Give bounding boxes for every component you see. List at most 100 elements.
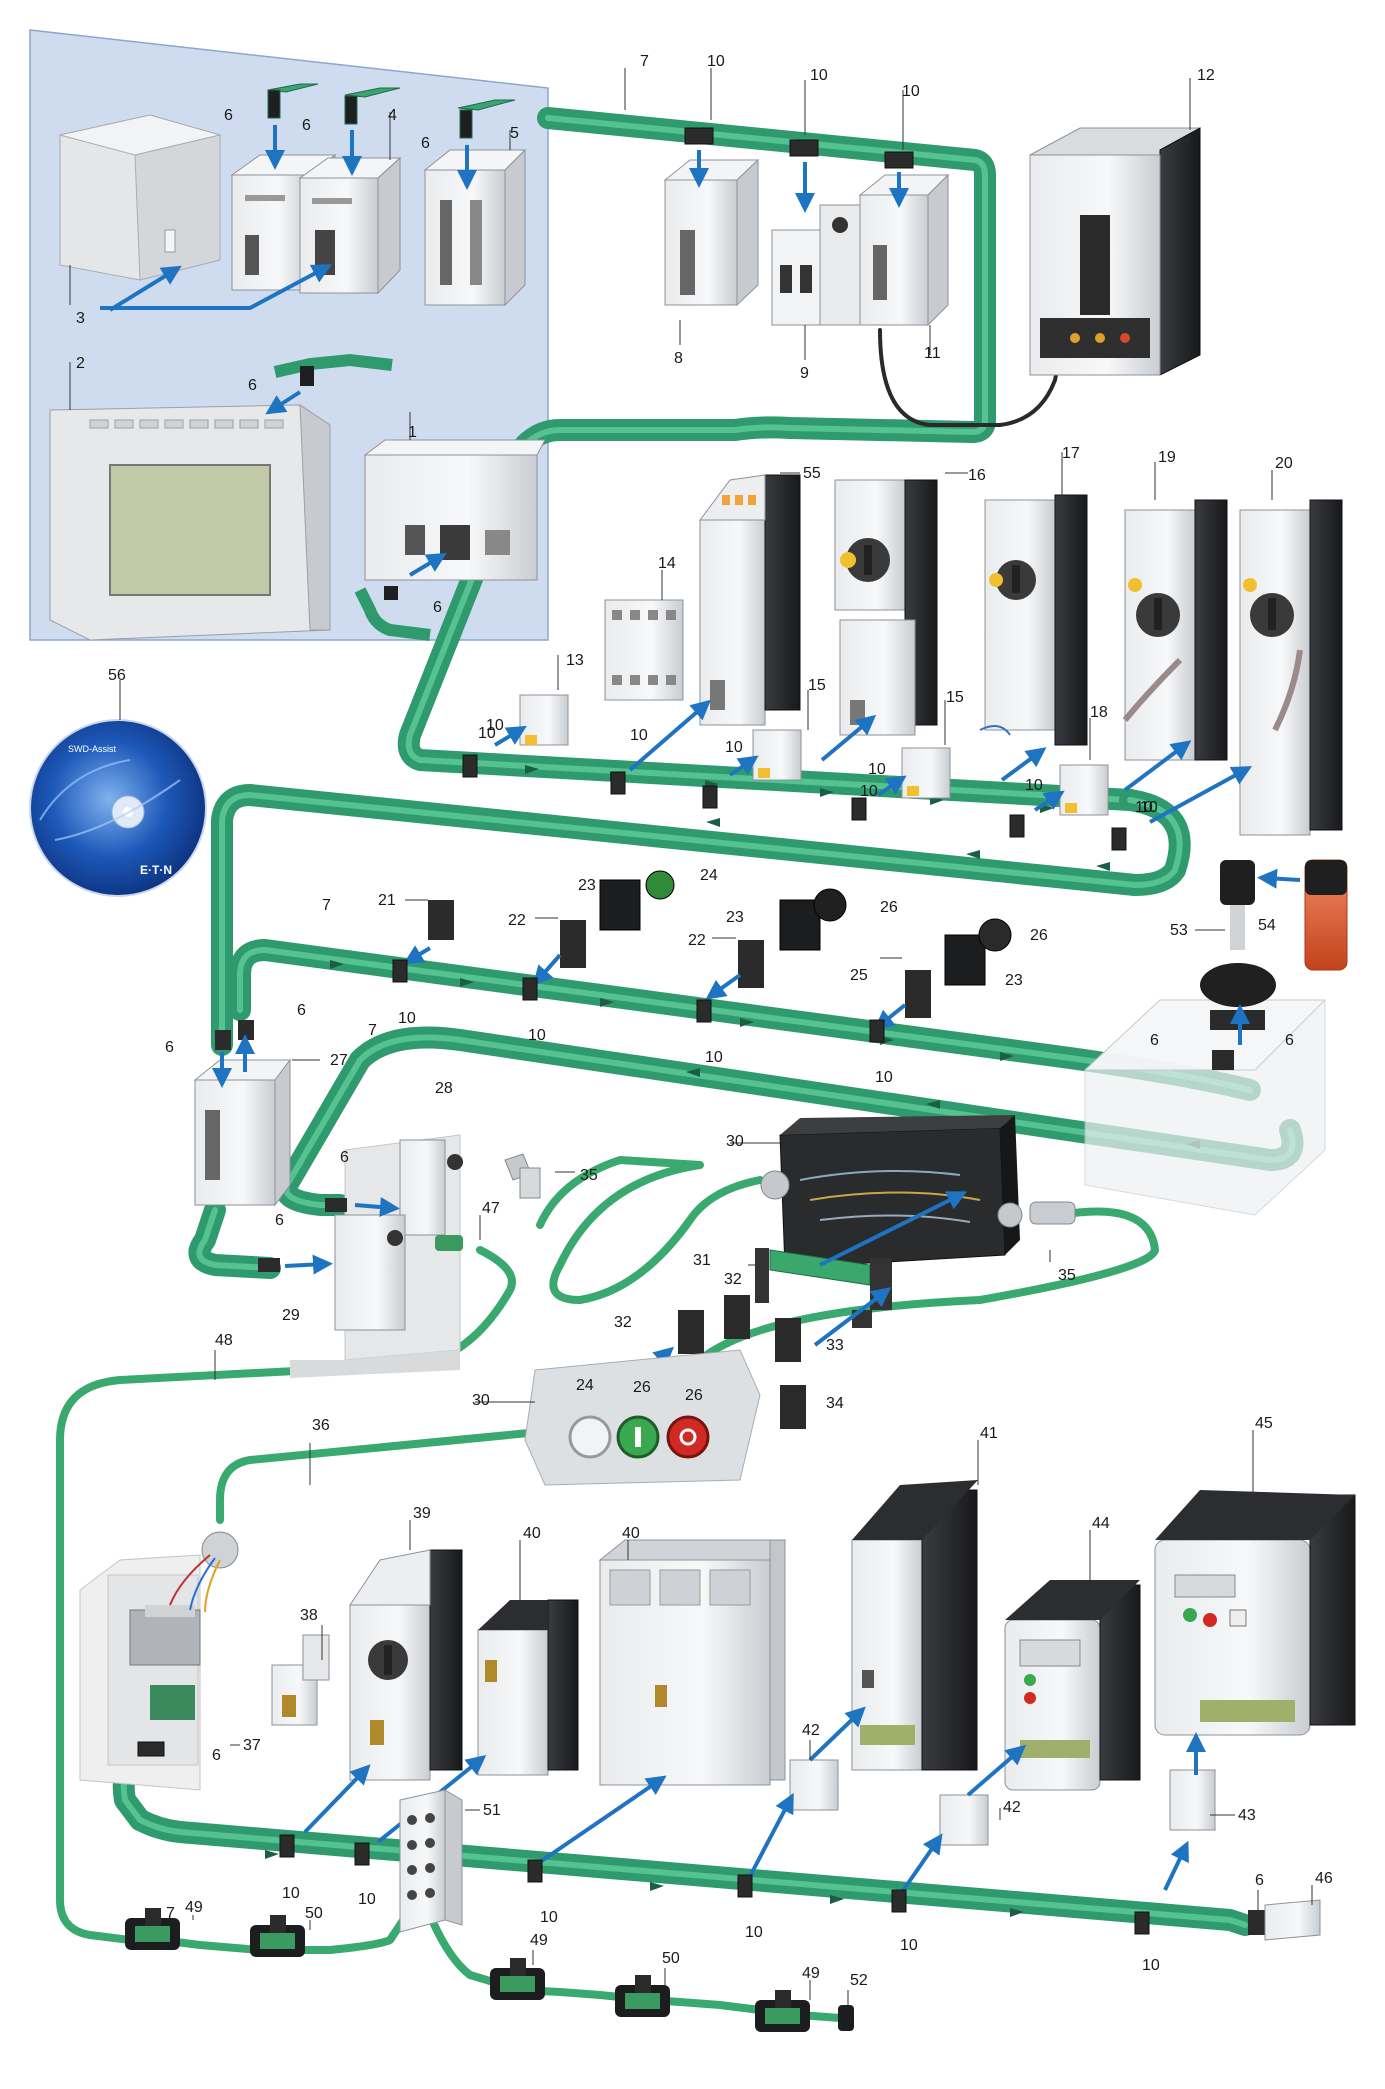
callout-46: 46	[1315, 1870, 1333, 1887]
callout-29: 29	[282, 1307, 300, 1324]
swd-module-15a	[728, 729, 802, 781]
callout-10h: 10	[1025, 777, 1043, 794]
callout-6g: 6	[297, 1002, 306, 1019]
contactor-14	[604, 599, 684, 701]
callout-10p: 10	[540, 1909, 558, 1926]
soft-starter-40b	[598, 1539, 786, 1786]
callout-32a: 32	[724, 1271, 742, 1288]
callout-49c: 49	[802, 1965, 820, 1982]
callout-49b: 49	[530, 1932, 548, 1949]
callout-leader-lines	[69, 68, 1313, 2005]
callout-48: 48	[215, 1332, 233, 1349]
variable-frequency-drive-45	[1154, 1490, 1356, 1736]
callout-19: 19	[1158, 449, 1176, 466]
m12-plugs-35-47	[435, 1153, 1076, 1251]
swd-arrows-row2	[628, 699, 1253, 824]
callout-11: 11	[924, 345, 941, 362]
callout-10d: 10	[486, 717, 504, 734]
callout-23c: 23	[1005, 972, 1023, 989]
power-supply-module	[663, 158, 760, 307]
swd-assist-software-cd: SWD-Assist E·T·N	[29, 719, 207, 897]
m12-junction-block-51	[399, 1789, 463, 1933]
swd-modules-42-43	[789, 1706, 1216, 1891]
contact-elements-32-33-34	[640, 1287, 892, 1429]
swd-connector-plugs	[267, 83, 516, 139]
callout-13: 13	[566, 652, 584, 669]
callout-10s: 10	[1142, 1957, 1160, 1974]
callout-6j: 6	[340, 1149, 349, 1166]
callout-5: 5	[510, 125, 519, 142]
callout-53: 53	[1170, 922, 1188, 939]
callout-6k: 6	[275, 1212, 284, 1229]
callout-20: 20	[1275, 455, 1293, 472]
callout-31: 31	[693, 1252, 711, 1269]
swd-module-15b	[876, 747, 951, 799]
callout-10b: 10	[810, 67, 828, 84]
callout-39: 39	[413, 1505, 431, 1522]
callout-45: 45	[1255, 1415, 1273, 1432]
callout-55: 55	[803, 465, 821, 482]
callout-51: 51	[483, 1802, 501, 1819]
callout-33: 33	[826, 1337, 844, 1354]
callout-6l: 6	[212, 1747, 221, 1764]
callout-10c: 10	[902, 83, 920, 100]
callout-49a: 49	[185, 1899, 203, 1916]
callout-10t: 10	[478, 725, 496, 742]
callout-10u: 10	[860, 783, 878, 800]
soft-starter-40a	[477, 1599, 579, 1776]
swd-flat-plugs-top	[684, 127, 914, 213]
callout-50a: 50	[305, 1905, 323, 1922]
callout-38: 38	[300, 1607, 318, 1624]
callout-34: 34	[826, 1395, 844, 1412]
callout-44: 44	[1092, 1515, 1110, 1532]
callout-10m: 10	[875, 1069, 893, 1086]
motor-starter-17	[979, 494, 1088, 746]
callout-7a: 7	[640, 53, 649, 70]
callout-10a: 10	[707, 53, 725, 70]
callout-7d: 7	[166, 1905, 175, 1922]
callout-10i: 10	[1140, 799, 1158, 816]
motor-starter-20	[1239, 499, 1343, 836]
callout-10q: 10	[745, 1924, 763, 1941]
callout-3: 3	[76, 310, 85, 327]
callout-10l: 10	[705, 1049, 723, 1066]
callout-6m: 6	[1255, 1872, 1264, 1889]
callout-26d: 26	[685, 1387, 703, 1404]
callout-26b: 26	[1030, 927, 1048, 944]
motor-starter-16	[834, 479, 938, 736]
callout-6a: 6	[224, 107, 233, 124]
hmi-touch-panel	[49, 404, 331, 641]
swd-module-13	[493, 694, 569, 747]
callout-24a: 24	[700, 867, 718, 884]
variable-frequency-drive-44	[1004, 1580, 1141, 1791]
callout-28: 28	[435, 1080, 453, 1097]
m12-t-connectors	[125, 1908, 854, 2032]
callout-10g: 10	[868, 761, 886, 778]
callout-14: 14	[658, 555, 676, 572]
circuit-breaker	[771, 204, 863, 326]
bus-terminator-46	[1248, 1899, 1321, 1941]
variable-frequency-drive-41	[851, 1480, 978, 1771]
callout-22b: 22	[688, 932, 706, 949]
callout-15a: 15	[808, 677, 826, 694]
control-station-front-30	[524, 1349, 761, 1486]
callout-10f: 10	[725, 739, 743, 756]
callout-10r: 10	[900, 1937, 918, 1954]
callout-7c: 7	[368, 1022, 377, 1039]
callout-12: 12	[1197, 67, 1215, 84]
callout-23a: 23	[578, 877, 596, 894]
callout-40b: 40	[622, 1525, 640, 1542]
callout-35b: 35	[1058, 1267, 1076, 1284]
m12-io-modules-28-29	[258, 1134, 463, 1378]
callout-37: 37	[243, 1737, 261, 1754]
callout-7b: 7	[322, 897, 331, 914]
callout-6f: 6	[165, 1039, 174, 1056]
callout-21: 21	[378, 892, 396, 909]
callout-25: 25	[850, 967, 868, 984]
callout-52: 52	[850, 1972, 868, 1989]
enclosure-cube	[59, 114, 222, 281]
callout-10n: 10	[282, 1885, 300, 1902]
swd-flat-plugs-row2	[462, 754, 1127, 851]
callout-1: 1	[408, 424, 417, 441]
callout-30a: 30	[726, 1133, 744, 1150]
